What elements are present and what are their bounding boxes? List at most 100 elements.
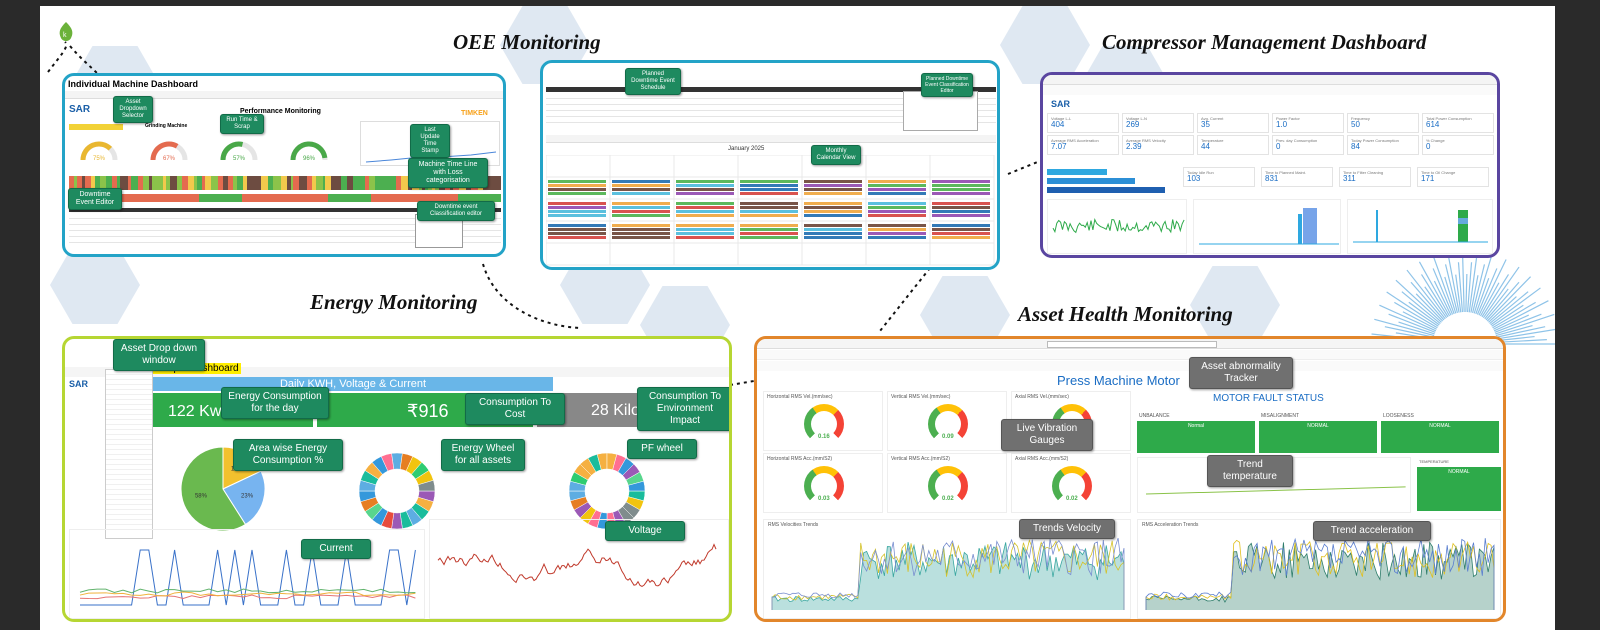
table-row[interactable] (69, 238, 501, 243)
calendar-event[interactable] (868, 180, 926, 183)
asset-list-item[interactable] (106, 485, 152, 490)
calendar-event[interactable] (740, 232, 798, 235)
calendar-event[interactable] (612, 214, 670, 217)
calendar-event[interactable] (932, 228, 990, 231)
asset-list-item[interactable] (106, 380, 152, 385)
calendar-event[interactable] (676, 210, 734, 213)
calendar-cell[interactable] (865, 154, 931, 178)
calendar-event[interactable] (676, 188, 734, 191)
calendar-event[interactable] (804, 224, 862, 227)
table-row[interactable] (546, 118, 996, 123)
calendar-event[interactable] (740, 202, 798, 205)
calendar-event[interactable] (868, 192, 926, 195)
asset-dropdown-list[interactable] (105, 369, 153, 539)
table-row[interactable] (546, 94, 996, 99)
calendar-cell[interactable] (865, 242, 931, 266)
calendar-event[interactable] (804, 206, 862, 209)
asset-list-item[interactable] (106, 385, 152, 390)
calendar-event[interactable] (676, 214, 734, 217)
calendar-cell[interactable] (609, 154, 675, 178)
calendar-cell[interactable] (737, 242, 803, 266)
asset-list-item[interactable] (106, 410, 152, 415)
calendar-event[interactable] (612, 236, 670, 239)
calendar-event[interactable] (932, 192, 990, 195)
table-row[interactable] (546, 112, 996, 117)
calendar-event[interactable] (612, 210, 670, 213)
calendar-event[interactable] (676, 192, 734, 195)
calendar-event[interactable] (676, 180, 734, 183)
calendar-event[interactable] (868, 210, 926, 213)
calendar-cell[interactable] (929, 154, 995, 178)
calendar-event[interactable] (676, 202, 734, 205)
calendar-event[interactable] (740, 184, 798, 187)
calendar-event[interactable] (932, 206, 990, 209)
asset-list-item[interactable] (106, 490, 152, 495)
machine-selector[interactable] (69, 124, 123, 130)
calendar-event[interactable] (804, 228, 862, 231)
asset-list-item[interactable] (106, 480, 152, 485)
asset-list-item[interactable] (106, 465, 152, 470)
asset-list-item[interactable] (106, 420, 152, 425)
asset-list-item[interactable] (106, 505, 152, 510)
asset-list-item[interactable] (106, 440, 152, 445)
calendar-event[interactable] (612, 202, 670, 205)
asset-list-item[interactable] (106, 475, 152, 480)
calendar-event[interactable] (932, 210, 990, 213)
calendar-event[interactable] (804, 214, 862, 217)
calendar-event[interactable] (548, 210, 606, 213)
asset-list-item[interactable] (106, 435, 152, 440)
calendar-event[interactable] (612, 224, 670, 227)
calendar-event[interactable] (868, 232, 926, 235)
table-row[interactable] (69, 232, 501, 237)
calendar-event[interactable] (676, 184, 734, 187)
asset-list-item[interactable] (106, 520, 152, 525)
calendar-event[interactable] (740, 214, 798, 217)
calendar-event[interactable] (612, 206, 670, 209)
search-input[interactable] (1047, 341, 1217, 348)
calendar-event[interactable] (676, 224, 734, 227)
table-row[interactable] (546, 106, 996, 111)
calendar-event[interactable] (548, 180, 606, 183)
table-row[interactable] (69, 214, 501, 219)
calendar-event[interactable] (740, 180, 798, 183)
planned-classification-dropdown[interactable] (903, 91, 978, 131)
calendar-event[interactable] (868, 228, 926, 231)
asset-list-item[interactable] (106, 390, 152, 395)
calendar-event[interactable] (740, 236, 798, 239)
calendar-cell[interactable] (801, 242, 867, 266)
calendar-event[interactable] (612, 232, 670, 235)
asset-list-item[interactable] (106, 510, 152, 515)
asset-list-item[interactable] (106, 400, 152, 405)
calendar-event[interactable] (548, 214, 606, 217)
calendar-event[interactable] (804, 236, 862, 239)
calendar-event[interactable] (932, 202, 990, 205)
calendar-event[interactable] (548, 192, 606, 195)
asset-list-item[interactable] (106, 515, 152, 520)
asset-list-item[interactable] (106, 450, 152, 455)
calendar-event[interactable] (612, 180, 670, 183)
asset-list-item[interactable] (106, 430, 152, 435)
calendar-event[interactable] (932, 232, 990, 235)
calendar-event[interactable] (548, 228, 606, 231)
calendar-event[interactable] (804, 210, 862, 213)
calendar-event[interactable] (868, 214, 926, 217)
calendar-cell[interactable] (673, 154, 739, 178)
calendar-event[interactable] (804, 180, 862, 183)
calendar-event[interactable] (868, 224, 926, 227)
calendar-cell[interactable] (545, 154, 611, 178)
calendar-event[interactable] (612, 192, 670, 195)
table-row[interactable] (69, 226, 501, 231)
calendar-event[interactable] (548, 224, 606, 227)
calendar-event[interactable] (548, 206, 606, 209)
asset-list-item[interactable] (106, 460, 152, 465)
asset-list-item[interactable] (106, 445, 152, 450)
calendar-event[interactable] (932, 184, 990, 187)
calendar-event[interactable] (612, 184, 670, 187)
calendar-event[interactable] (868, 202, 926, 205)
calendar-event[interactable] (612, 188, 670, 191)
asset-list-item[interactable] (106, 375, 152, 380)
calendar-event[interactable] (548, 184, 606, 187)
calendar-event[interactable] (740, 228, 798, 231)
calendar-event[interactable] (676, 228, 734, 231)
calendar-event[interactable] (932, 236, 990, 239)
